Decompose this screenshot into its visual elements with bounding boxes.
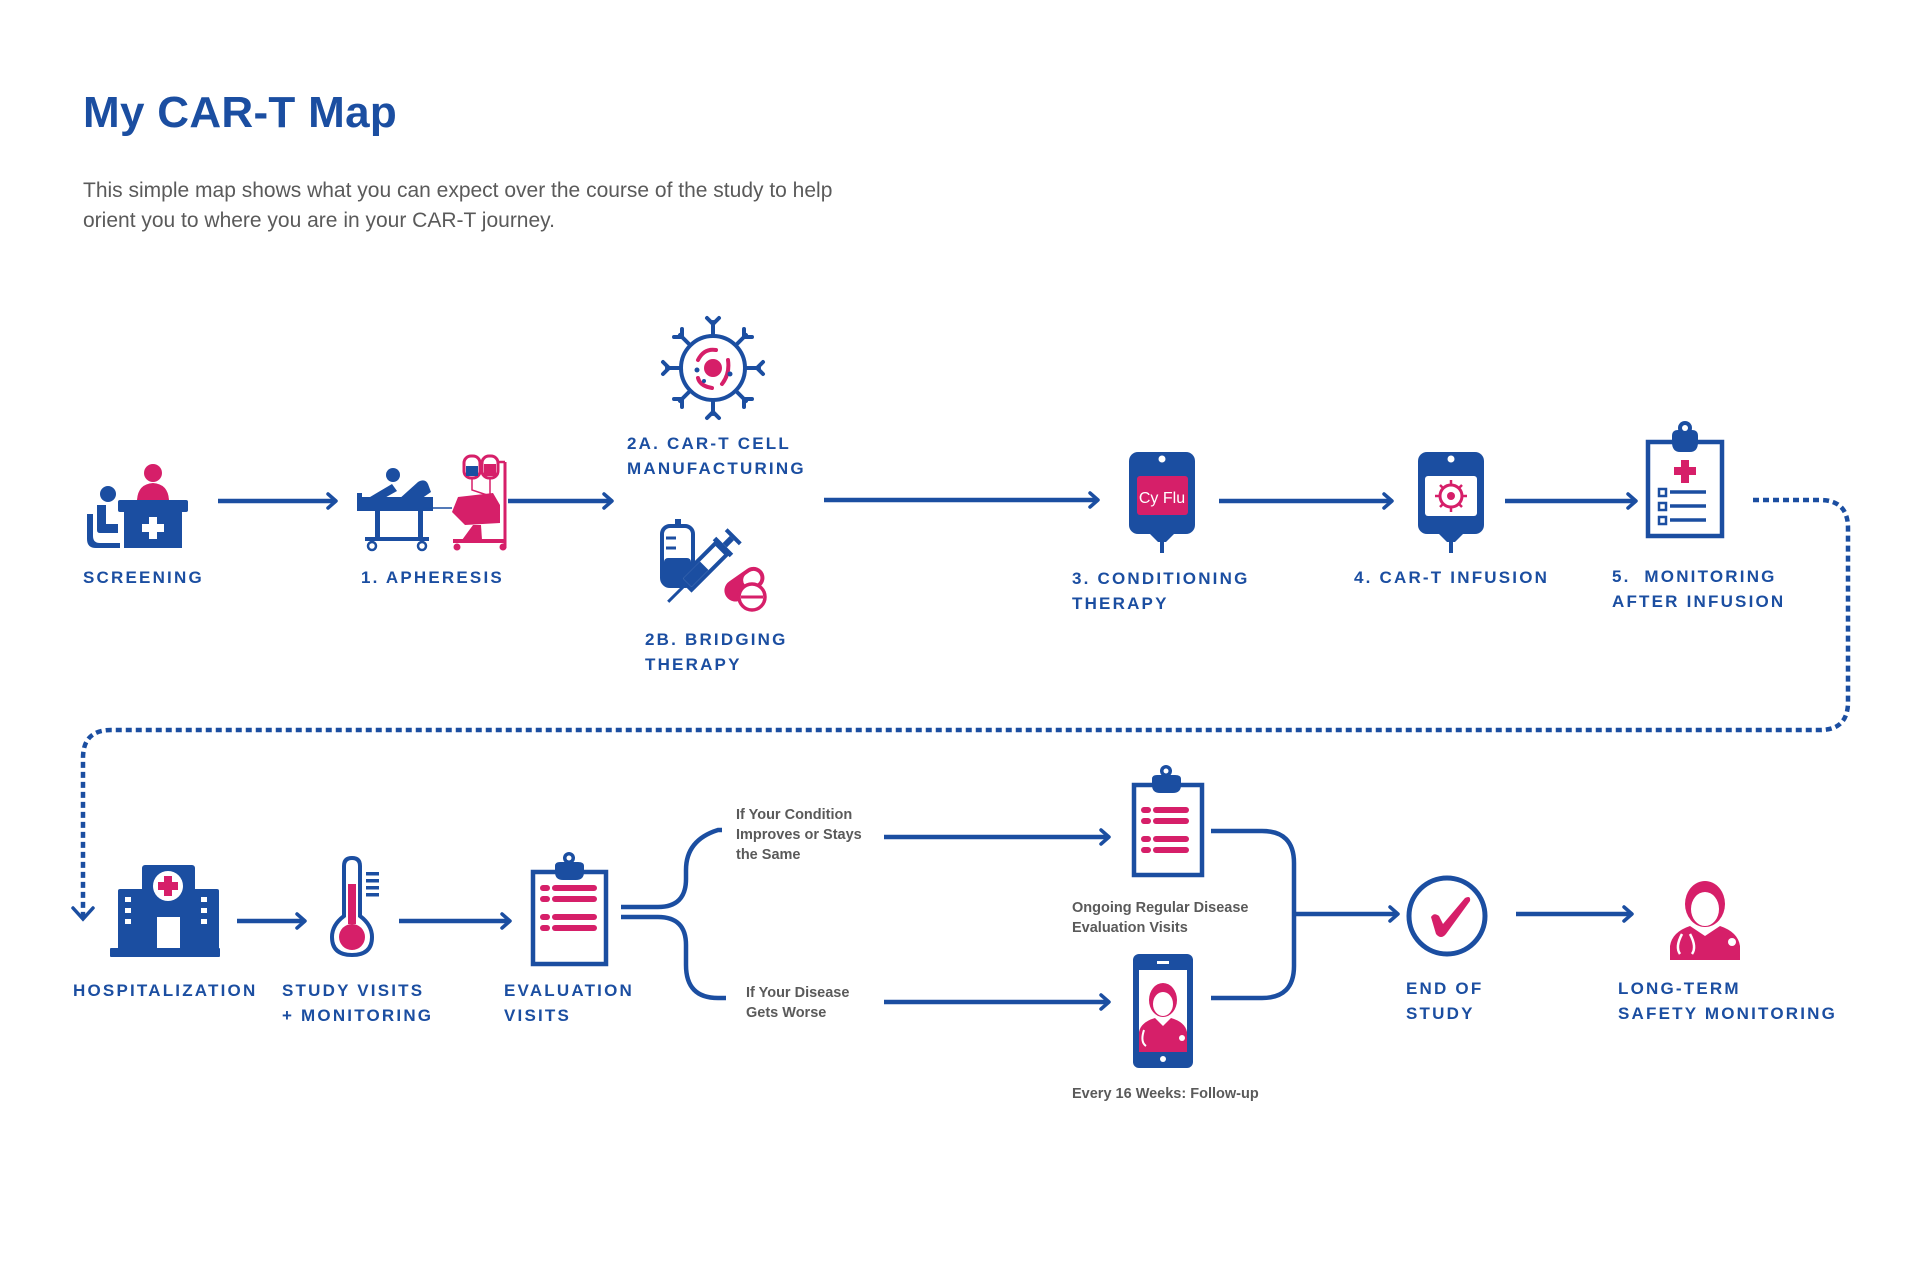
note-ongoing-line1: Ongoing Regular Disease bbox=[1072, 900, 1249, 916]
label-long-term-line1: LONG-TERM bbox=[1618, 979, 1741, 998]
iv-bag-cell-icon bbox=[1418, 452, 1484, 553]
doctor-icon bbox=[1670, 881, 1740, 960]
medical-clipboard-icon bbox=[1645, 421, 1725, 539]
label-evaluation: EVALUATION VISITS bbox=[504, 978, 634, 1028]
label-bridging: 2B. BRIDGING THERAPY bbox=[645, 627, 788, 677]
label-long-term-line2: SAFETY MONITORING bbox=[1618, 1004, 1838, 1023]
note-improves: If Your Condition Improves or Stays the … bbox=[736, 805, 862, 865]
note-improves-line1: If Your Condition bbox=[736, 807, 853, 823]
label-monitoring-line2: AFTER INFUSION bbox=[1612, 592, 1786, 611]
iv-bag-text: Cy Flu bbox=[1139, 490, 1185, 507]
label-study-visits-line1: STUDY VISITS bbox=[282, 981, 425, 1000]
label-conditioning: 3. CONDITIONING THERAPY bbox=[1072, 566, 1250, 616]
page-title: My CAR-T Map bbox=[83, 88, 398, 137]
label-evaluation-line1: EVALUATION bbox=[504, 981, 634, 1000]
label-hospitalization: HOSPITALIZATION bbox=[73, 981, 258, 1000]
label-conditioning-line2: THERAPY bbox=[1072, 594, 1169, 613]
label-evaluation-line2: VISITS bbox=[504, 1006, 572, 1025]
branch-merge bbox=[1211, 828, 1297, 1001]
iv-bag-icon: Cy Flu bbox=[1129, 452, 1195, 553]
label-end-line1: END OF bbox=[1406, 979, 1484, 998]
branch-split bbox=[621, 827, 726, 1001]
note-worse: If Your Disease Gets Worse bbox=[746, 983, 849, 1023]
label-monitoring: 5. MONITORING AFTER INFUSION bbox=[1612, 564, 1785, 614]
label-apheresis: 1. APHERESIS bbox=[361, 568, 504, 587]
label-study-visits-line2: + MONITORING bbox=[282, 1006, 434, 1025]
label-manufacturing-line1: 2A. CAR-T CELL bbox=[627, 434, 791, 453]
note-ongoing-line2: Evaluation Visits bbox=[1072, 920, 1188, 936]
note-worse-line1: If Your Disease bbox=[746, 985, 850, 1001]
label-conditioning-line1: 3. CONDITIONING bbox=[1072, 569, 1250, 588]
hospital-icon bbox=[110, 865, 220, 957]
syringe-pills-icon bbox=[660, 519, 767, 612]
page-subtitle: This simple map shows what you can expec… bbox=[83, 179, 833, 232]
label-manufacturing: 2A. CAR-T CELL MANUFACTURING bbox=[627, 431, 806, 481]
label-end-line2: STUDY bbox=[1406, 1004, 1475, 1023]
thermometer-icon bbox=[329, 855, 379, 958]
note-ongoing: Ongoing Regular Disease Evaluation Visit… bbox=[1072, 898, 1248, 938]
dotted-connector-row1-to-row2 bbox=[80, 497, 1851, 918]
label-infusion: 4. CAR-T INFUSION bbox=[1354, 568, 1550, 587]
label-study-visits: STUDY VISITS + MONITORING bbox=[282, 978, 433, 1028]
clipboard-list-icon bbox=[530, 852, 609, 967]
note-followup: Every 16 Weeks: Follow-up bbox=[1072, 1086, 1259, 1102]
dotted-arrowhead bbox=[71, 906, 95, 922]
label-monitoring-line1: 5. MONITORING bbox=[1612, 567, 1777, 586]
apheresis-bed-icon bbox=[357, 454, 507, 552]
label-screening: SCREENING bbox=[83, 568, 204, 587]
note-improves-line2: Improves or Stays bbox=[736, 827, 862, 843]
label-bridging-line2: THERAPY bbox=[645, 655, 742, 674]
label-end-of-study: END OF STUDY bbox=[1406, 976, 1483, 1026]
note-worse-line2: Gets Worse bbox=[746, 1005, 827, 1021]
car-t-cell-icon bbox=[661, 316, 765, 420]
doctor-desk-icon bbox=[87, 464, 188, 548]
label-manufacturing-line2: MANUFACTURING bbox=[627, 459, 806, 478]
note-improves-line3: the Same bbox=[736, 847, 801, 863]
check-circle-icon bbox=[1406, 875, 1488, 957]
label-long-term: LONG-TERM SAFETY MONITORING bbox=[1618, 976, 1837, 1026]
label-bridging-line1: 2B. BRIDGING bbox=[645, 630, 788, 649]
phone-doctor-icon bbox=[1133, 954, 1193, 1068]
ongoing-clipboard-icon bbox=[1131, 765, 1205, 878]
